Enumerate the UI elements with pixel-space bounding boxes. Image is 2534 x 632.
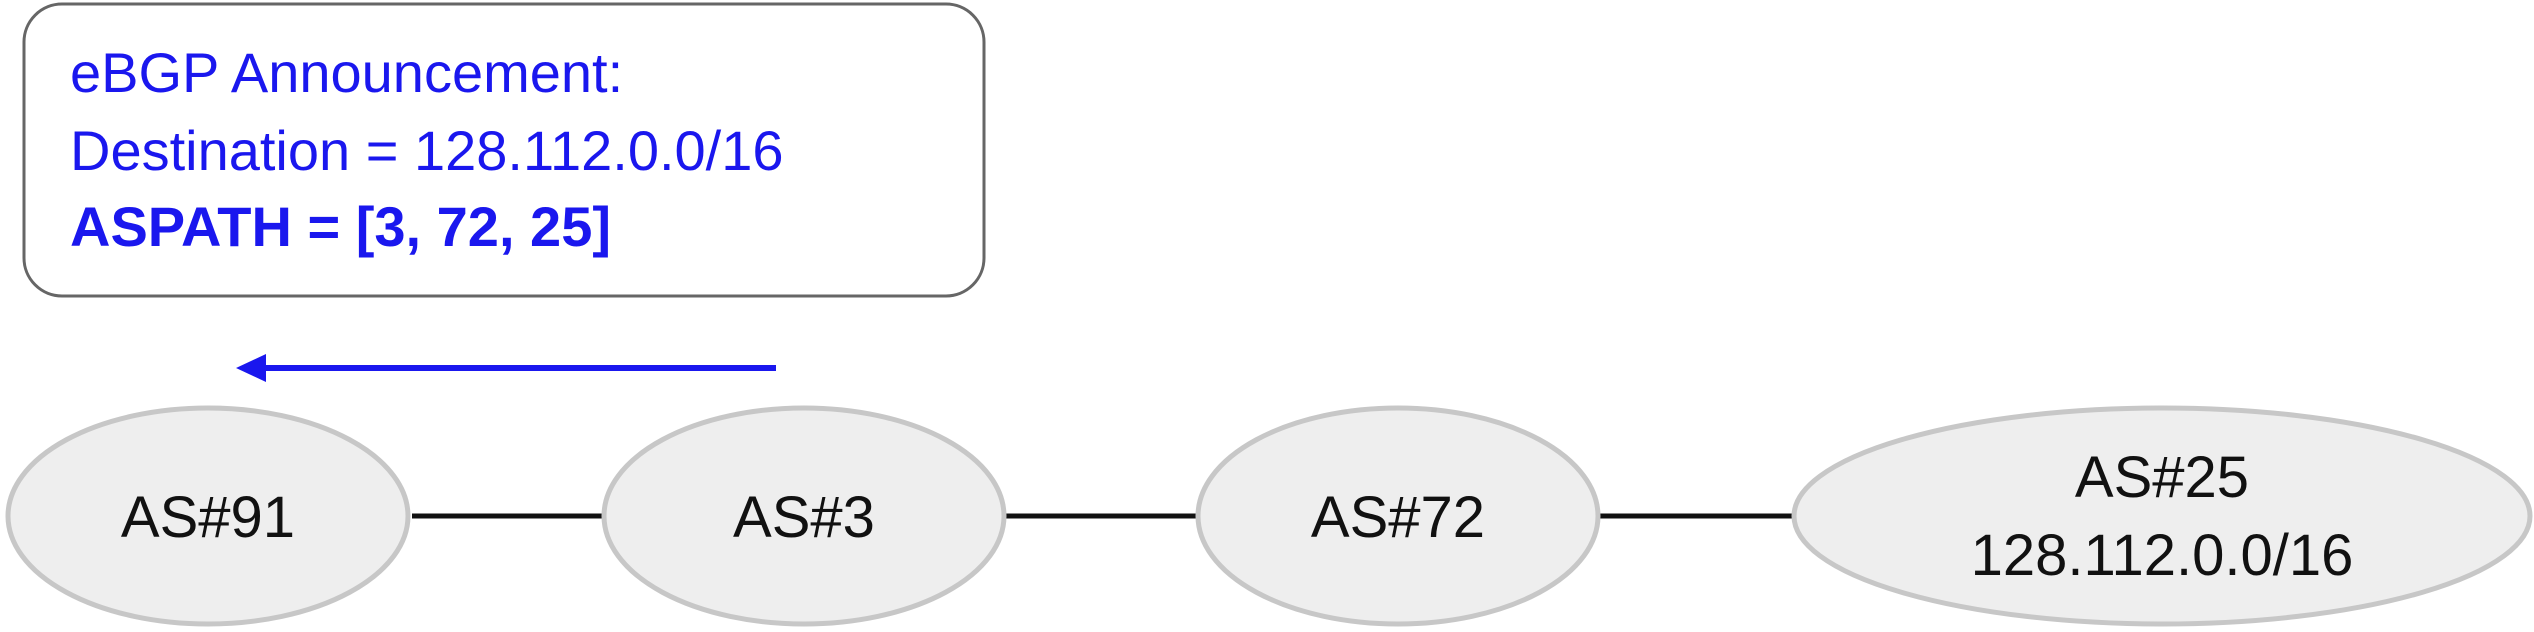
node-as25-label: AS#25: [2075, 445, 2249, 510]
announcement-destination: Destination = 128.112.0.0/16: [70, 119, 784, 182]
node-as91-label: AS#91: [121, 485, 295, 550]
node-as72-label: AS#72: [1311, 485, 1485, 550]
node-as25-prefix: 128.112.0.0/16: [1971, 523, 2354, 588]
arrow-head: [236, 354, 266, 382]
node-as72: AS#72: [1195, 405, 1601, 627]
announcement-aspath: ASPATH = [3, 72, 25]: [70, 195, 611, 258]
node-as25: AS#25 128.112.0.0/16: [1791, 405, 2533, 627]
node-as91: AS#91: [5, 405, 411, 627]
announcement-box: [22, 2, 986, 298]
node-as3: AS#3: [601, 405, 1007, 627]
node-as72-ellipse: [1195, 405, 1601, 627]
node-as91-ellipse: [5, 405, 411, 627]
announcement-callout: eBGP Announcement: Destination = 128.112…: [22, 2, 986, 298]
node-as3-label: AS#3: [733, 485, 875, 550]
node-as3-ellipse: [601, 405, 1007, 627]
announcement-arrow: [236, 354, 776, 382]
announcement-title: eBGP Announcement:: [70, 41, 623, 104]
node-as25-ellipse: [1791, 405, 2533, 627]
